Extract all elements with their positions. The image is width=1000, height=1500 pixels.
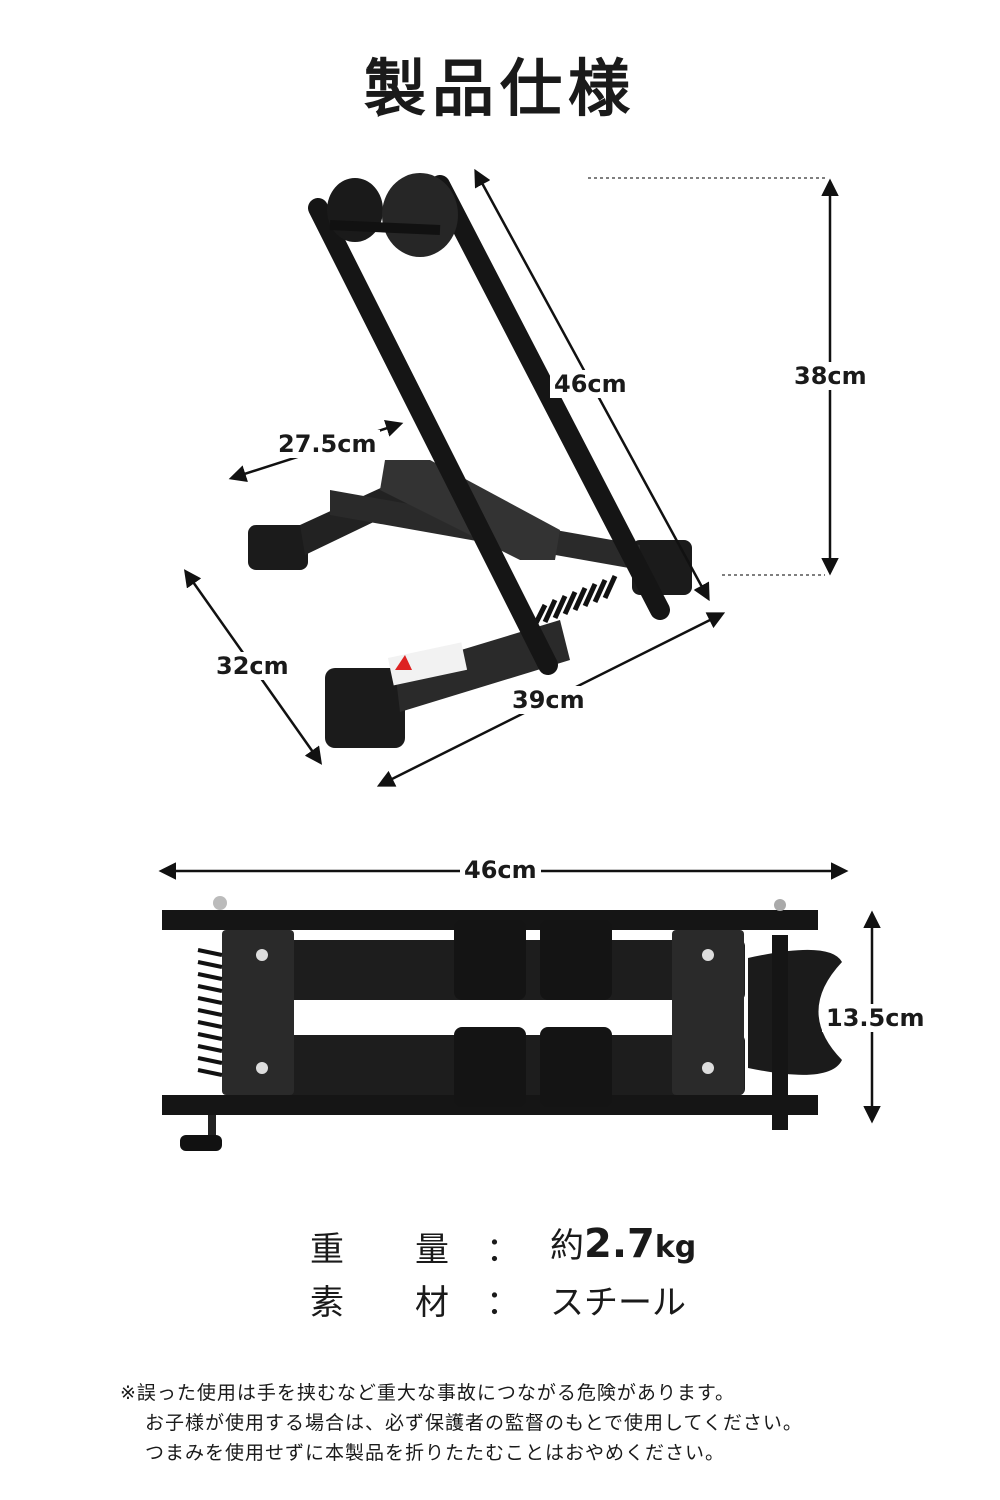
dim-arm-length-label: 46cm [550, 370, 631, 398]
caution-note-1: ※誤った使用は手を挟むなど重大な事故につながる危険があります。 [120, 1382, 736, 1404]
spec-weight-label-a: 重 [310, 1230, 344, 1270]
spec-material-separator: ： [486, 1283, 520, 1323]
dim-top-width-label: 27.5cm [274, 430, 381, 458]
spec-weight-label-b: 量 [415, 1230, 449, 1270]
spec-weight-separator: ： [486, 1230, 520, 1270]
dim-height-label: 38cm [790, 362, 871, 390]
dim-base-width-label: 39cm [508, 686, 589, 714]
spec-material-label-b: 材 [415, 1283, 449, 1323]
spec-weight-unit: kg [654, 1230, 697, 1265]
spec-material-value: スチール [550, 1283, 686, 1323]
product-diagram [158, 168, 881, 1151]
caution-note-3: つまみを使用せずに本製品を折りたたむことはおやめください。 [145, 1442, 726, 1464]
spec-material-label-a: 素 [310, 1283, 344, 1323]
spec-weight-value: 約2.7kg [550, 1218, 696, 1267]
dim-folded-thickness-label: 13.5cm [822, 1004, 929, 1032]
page-title: 製品仕様 [363, 52, 636, 125]
folded-stand-image [162, 896, 842, 1151]
spec-weight-number: 2.7 [584, 1221, 655, 1267]
dim-folded-length-label: 46cm [460, 856, 541, 884]
caution-note-2: お子様が使用する場合は、必ず保護者の監督のもとで使用してください。 [145, 1412, 803, 1434]
spec-weight-prefix: 約 [550, 1226, 584, 1266]
dim-depth-label: 32cm [212, 652, 293, 680]
